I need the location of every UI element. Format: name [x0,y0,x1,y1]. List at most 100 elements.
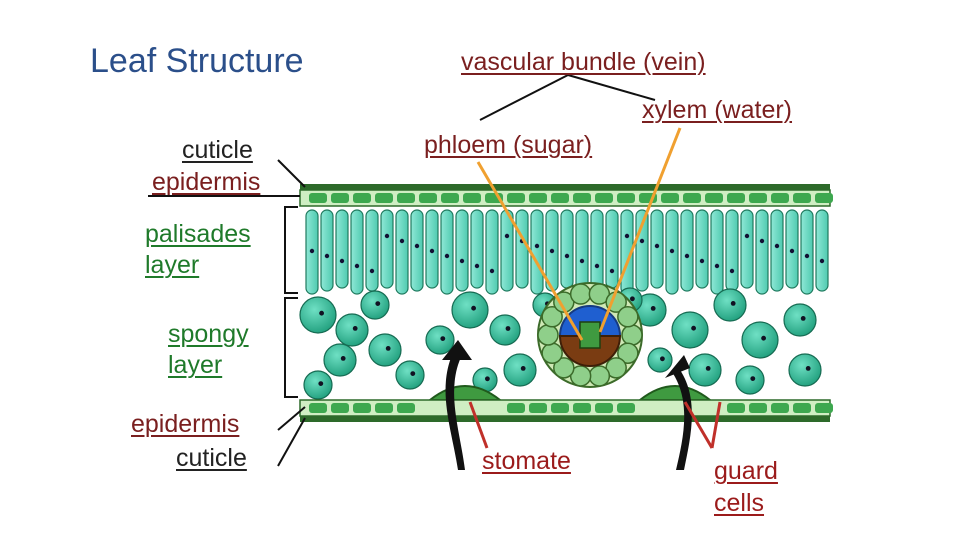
label-palisades-line2: layer [145,251,200,279]
palisade-cell [650,209,664,289]
epidermis-cell [573,193,591,203]
cell-nucleus [340,356,346,361]
cell-nucleus [609,268,615,274]
epidermis-cell [595,403,613,413]
upper-epidermis [299,184,833,207]
cell-nucleus [414,243,420,249]
cell-nucleus [654,243,660,249]
epidermis-cell [353,193,371,203]
epidermis-cell [309,403,327,413]
spongy-cell [360,290,390,320]
bundle-sheath-cell [541,306,563,328]
cell-nucleus [429,248,435,254]
cell-nucleus [369,268,375,274]
cell-nucleus [639,238,645,244]
palisade-cell [560,209,574,289]
bundle-sheath-cell [621,324,643,346]
label-cuticle-bottom: cuticle [176,444,247,472]
label-cuticle-top: cuticle [182,136,253,164]
cell-nucleus [444,253,450,259]
palisade-cell [740,209,754,289]
cell-nucleus [624,233,630,239]
cell-nucleus [705,366,711,371]
palisade-cell [515,209,529,289]
epidermis-cell [331,193,349,203]
epidermis-cell [749,403,767,413]
bundle-sheath-cell [553,357,575,379]
epidermis-cell [727,403,745,413]
epidermis-cell [793,193,811,203]
cell-nucleus [520,366,526,371]
cell-nucleus [730,301,736,306]
cell-nucleus [399,238,405,244]
palisade-cell [605,209,619,289]
epidermis-cell [309,193,327,203]
lower-epidermis [299,385,833,422]
palisade-cell [710,209,724,295]
spongy-cell [671,311,709,349]
label-phloem: phloem (sugar) [424,131,593,159]
cell-nucleus [774,243,780,249]
cell-nucleus [459,258,465,264]
cell-nucleus [471,305,476,311]
layer-brackets [284,206,298,398]
epidermis-cell [683,193,701,203]
palisade-cell [380,209,394,289]
cell-nucleus [669,248,675,254]
label-epidermis-bottom: epidermis [131,410,240,438]
cell-nucleus [691,325,696,331]
palisade-layer-cells [305,209,829,295]
epidermis-cell [551,403,569,413]
epidermis-cell [529,193,547,203]
epidermis-cell [507,403,525,413]
cell-nucleus [354,263,360,269]
epidermis-cell [397,403,415,413]
vascular-bundle [537,282,643,388]
epidermis-cell [331,403,349,413]
cell-nucleus [489,268,495,274]
epidermis-cell [573,403,591,413]
label-epidermis-top: epidermis [152,168,261,196]
spongy-cell [335,313,369,347]
cell-nucleus [660,356,665,362]
cell-nucleus [594,263,600,269]
cell-nucleus [319,310,324,316]
palisade-cell [590,209,604,292]
epidermis-cell [771,193,789,203]
cell-nucleus [352,326,358,331]
palisade-cell [485,209,499,295]
epidermis-cell [815,193,833,203]
cell-nucleus [375,301,381,306]
epidermis-cell [727,193,745,203]
cell-nucleus [505,326,511,331]
epidermis-cell [617,403,635,413]
label-spongy-line2: layer [168,351,223,379]
spongy-cell [735,365,765,395]
bundle-sheath-cell [588,365,611,387]
cell-nucleus [440,336,446,341]
cell-nucleus [729,268,735,274]
palisade-cell [500,209,514,292]
spongy-layer-cells [299,287,822,400]
cell-nucleus [714,263,720,269]
epidermis-cell [529,403,547,413]
spongy-cell [425,325,455,355]
cell-nucleus [819,258,825,264]
cell-nucleus [759,238,765,244]
cell-nucleus [549,248,555,254]
epidermis-cell [705,193,723,203]
label-guard-line1: guard [714,457,778,485]
epidermis-cell [419,193,437,203]
spongy-cell [395,360,425,390]
epidermis-cell [353,403,371,413]
palisade-cell [350,209,364,295]
spongy-cell [323,343,357,377]
palisade-cell [800,209,814,295]
palisade-cell [725,209,739,292]
spongy-cell [503,353,537,387]
epidermis-cell [749,193,767,203]
label-palisades-line1: palisades [145,220,251,248]
cell-nucleus [318,381,324,386]
